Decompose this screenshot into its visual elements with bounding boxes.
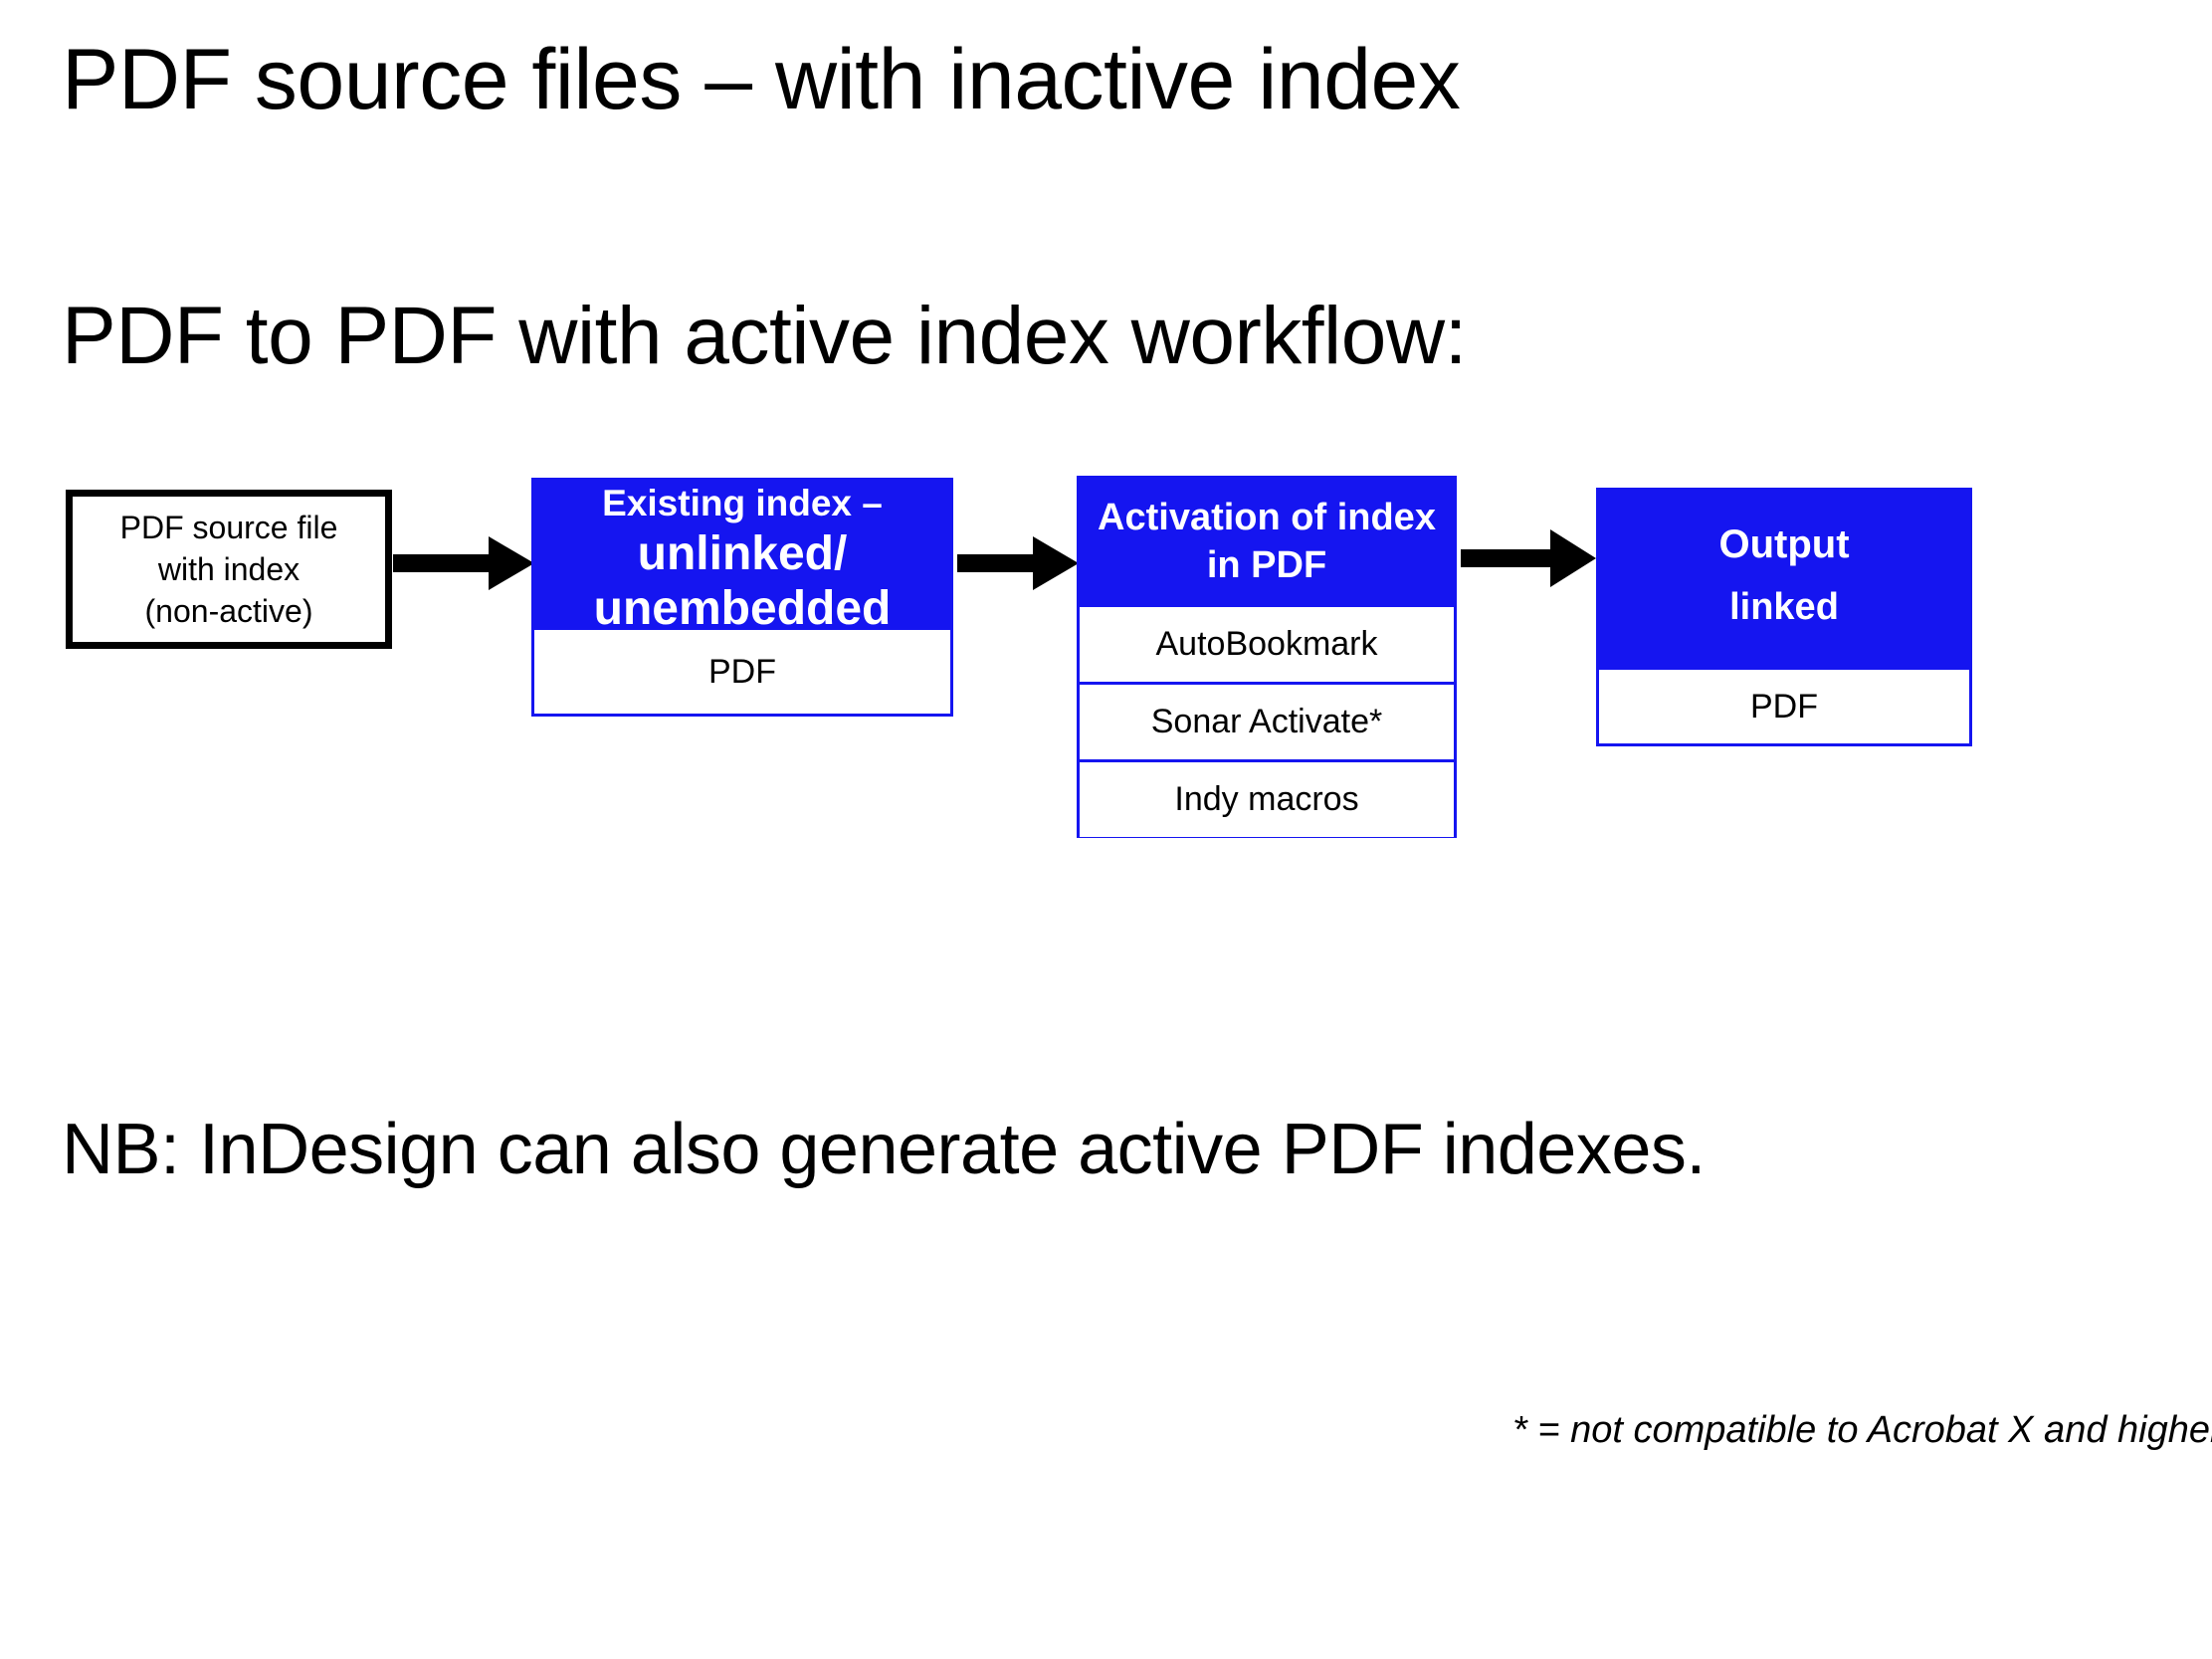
asterisk-footnote: * = not compatible to Acrobat X and high… xyxy=(1512,1409,2212,1451)
node-existing-index-head-line-3: unembedded xyxy=(593,582,892,635)
node-output-row: PDF xyxy=(1599,670,1969,743)
workflow-subtitle: PDF to PDF with active index workflow: xyxy=(62,291,1467,381)
node-source-line-2: with index xyxy=(157,551,301,587)
node-pdf-source-file: PDF source file with index (non-active) xyxy=(66,490,392,649)
node-activation-row-autobookmark: AutoBookmark xyxy=(1080,604,1454,682)
node-activation-row-indy-macros: Indy macros xyxy=(1080,759,1454,837)
indesign-note: NB: InDesign can also generate active PD… xyxy=(62,1110,1706,1189)
node-existing-index-head-line-2: unlinked/ xyxy=(637,527,848,580)
arrow-right-icon xyxy=(393,532,534,599)
node-output-header: Output linked xyxy=(1599,491,1969,670)
node-output: Output linked PDF xyxy=(1596,488,1972,746)
node-activation-head-line-1: Activation of index xyxy=(1098,497,1436,538)
node-activation-of-index: Activation of index in PDF AutoBookmark … xyxy=(1077,476,1457,838)
node-existing-index-row: PDF xyxy=(534,630,950,714)
node-output-head-line-1: Output xyxy=(1718,522,1850,566)
page-title: PDF source files – with inactive index xyxy=(62,32,1461,127)
node-existing-index-header: Existing index – unlinked/ unembedded xyxy=(534,481,950,635)
node-activation-header: Activation of index in PDF xyxy=(1080,479,1454,604)
node-source-line-1: PDF source file xyxy=(119,510,338,545)
node-activation-head-line-2: in PDF xyxy=(1206,544,1327,586)
arrow-right-icon xyxy=(1461,525,1596,596)
node-existing-index-head-line-1: Existing index – xyxy=(602,483,883,523)
node-source-line-3: (non-active) xyxy=(144,593,313,629)
node-existing-index: Existing index – unlinked/ unembedded PD… xyxy=(531,478,953,717)
node-activation-row-sonar-activate: Sonar Activate* xyxy=(1080,682,1454,759)
arrow-right-icon xyxy=(957,532,1079,599)
node-output-head-line-2: linked xyxy=(1729,586,1839,628)
